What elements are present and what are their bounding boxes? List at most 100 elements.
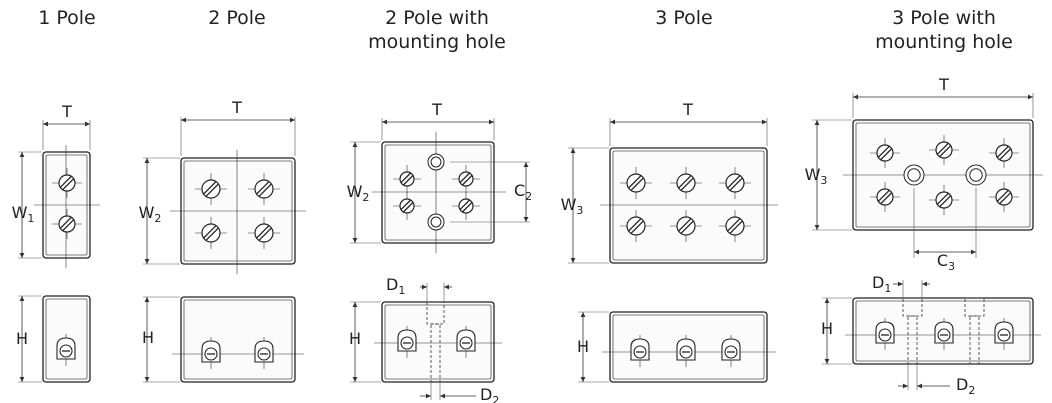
dimension-arrow — [444, 284, 449, 290]
screw-2m-a-slot-b — [400, 172, 412, 184]
dimension-arrow — [570, 148, 576, 153]
screw-2-c-slot-a — [205, 227, 220, 242]
screw-3m-b — [935, 141, 953, 159]
screw-2-d-slot-a — [258, 227, 273, 242]
label-2m-w2-main: W — [347, 182, 363, 201]
title-1-pole-line-1: 1 Pole — [38, 7, 96, 29]
screw-1-a-slot-a — [61, 177, 75, 191]
label-2m-w2: W2 — [347, 182, 370, 204]
counterbore-2m — [426, 301, 445, 325]
dimension-arrow — [917, 383, 922, 389]
block-2-pole-side — [180, 296, 296, 383]
label-3-h: H — [577, 337, 589, 356]
label-3m-w3: W3 — [805, 165, 828, 187]
dimension-arrow — [426, 393, 431, 399]
dimension-arrow — [290, 117, 295, 123]
screw-2m-b — [458, 171, 474, 187]
label-3m-w3-subscript: 3 — [820, 174, 827, 187]
label-3-t: T — [682, 100, 693, 119]
screw-2m-b-slot-a — [461, 174, 473, 186]
label-3m-c3: C3 — [937, 251, 955, 273]
label-2m-d1-main: D — [386, 275, 398, 294]
screw-3-e — [676, 216, 696, 236]
dimension-arrow — [610, 119, 615, 125]
dimension-arrow — [570, 258, 576, 263]
dimension-arrow — [19, 152, 25, 157]
dimension-arrow — [440, 393, 445, 399]
dimension-arrow — [922, 281, 927, 287]
dimension-arrow — [853, 94, 858, 100]
screw-2-b — [254, 179, 274, 199]
screw-1-b-slot-b — [59, 216, 73, 230]
dimension-arrow — [1028, 94, 1033, 100]
screw-2-c — [201, 223, 221, 243]
through-hole-3m-right — [969, 315, 980, 365]
label-2-w2-main: W — [139, 203, 155, 222]
label-3-w3: W3 — [561, 195, 584, 217]
screw-3-d-slot-b — [627, 217, 642, 232]
label-3m-d1-main: D — [872, 273, 884, 292]
screw-2-a — [201, 179, 221, 199]
mounting-hole-2m-bottom-inner — [430, 216, 442, 228]
dimension-arrow — [762, 119, 767, 125]
screw-2m-c-slot-b — [400, 199, 412, 211]
dimension-arrow — [903, 383, 908, 389]
block-3m-side-bevel — [855, 300, 1031, 362]
screw-3-e-slot-b — [677, 217, 692, 232]
screw-3m-d — [876, 188, 894, 206]
screw-3-b-slot-a — [680, 177, 695, 192]
label-3m-c3-subscript: 3 — [948, 260, 955, 273]
label-2m-w2-subscript: 2 — [362, 191, 369, 204]
screw-3-a-slot-b — [627, 174, 642, 189]
title-2-pole-mounting-line-1: 2 Pole with — [385, 7, 489, 29]
label-2m-c2-main: C — [514, 181, 525, 200]
label-3m-d2-subscript: 2 — [968, 384, 975, 397]
screw-1-a-slot-b — [59, 175, 73, 189]
title-3-pole-mounting-line-2: mounting hole — [875, 31, 1013, 53]
dimension-arrow — [824, 298, 830, 303]
screw-2m-a — [399, 171, 415, 187]
title-2-pole-mounting-line-2: mounting hole — [368, 31, 506, 53]
block-3-pole-top-bevel — [612, 150, 765, 261]
label-1-w1-subscript: 1 — [27, 212, 34, 225]
screw-3m-e-slot-a — [938, 194, 952, 208]
label-3m-h: H — [821, 319, 833, 338]
label-3m-d2-main: D — [956, 375, 968, 394]
dimension-arrow — [814, 225, 820, 230]
screw-1-b-slot-a — [61, 218, 75, 232]
dimension-arrow — [898, 281, 903, 287]
screw-3m-d-slot-b — [877, 189, 891, 203]
dimension-arrow — [19, 296, 25, 301]
label-2m-t: T — [431, 100, 442, 119]
label-1-h: H — [16, 329, 28, 348]
dimension-arrow — [914, 249, 919, 255]
label-3-w3-subscript: 3 — [576, 204, 583, 217]
label-2-w2-subscript: 2 — [154, 212, 161, 225]
screw-3m-c — [995, 144, 1013, 162]
screw-3-d — [626, 216, 646, 236]
dimension-arrow — [971, 249, 976, 255]
screw-3m-a — [876, 144, 894, 162]
screw-3-a-slot-a — [630, 177, 645, 192]
dimension-arrow — [352, 238, 358, 243]
screw-2m-d-slot-a — [461, 201, 473, 213]
through-hole-2m — [430, 323, 441, 383]
dimension-arrow — [181, 117, 186, 123]
dimension-arrow — [422, 284, 427, 290]
label-3m-d1: D1 — [872, 273, 891, 295]
mounting-hole-3m-right-inner — [969, 168, 983, 182]
screw-3-f — [725, 216, 745, 236]
label-3m-w3-main: W — [805, 165, 821, 184]
screw-3-f-slot-b — [726, 217, 741, 232]
label-3m-t: T — [938, 75, 949, 94]
label-1-t: T — [61, 102, 72, 121]
screw-3m-f-slot-b — [996, 189, 1010, 203]
screw-3m-b-slot-a — [938, 144, 952, 158]
screw-3-b — [676, 173, 696, 193]
screw-2m-d — [458, 198, 474, 214]
counterbore-3m-left — [902, 297, 923, 317]
label-2m-d2-subscript: 2 — [492, 394, 499, 403]
screw-1-b — [58, 215, 76, 233]
block-2m-side-bevel — [384, 304, 492, 380]
